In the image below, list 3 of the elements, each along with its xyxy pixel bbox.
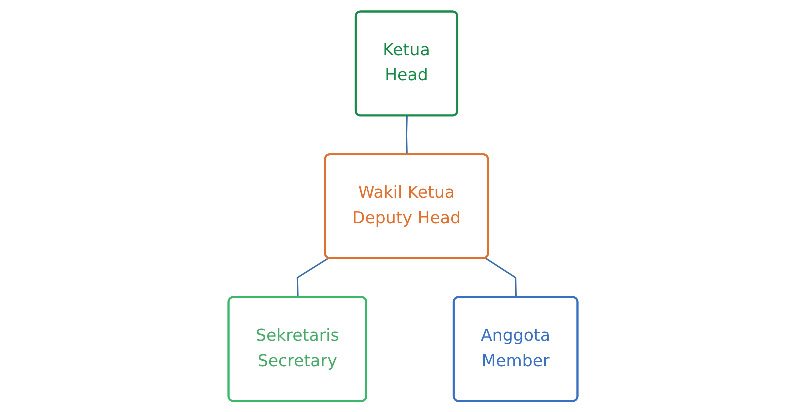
connector bbox=[297, 257, 330, 298]
connector bbox=[486, 257, 518, 298]
connector bbox=[406, 116, 408, 155]
